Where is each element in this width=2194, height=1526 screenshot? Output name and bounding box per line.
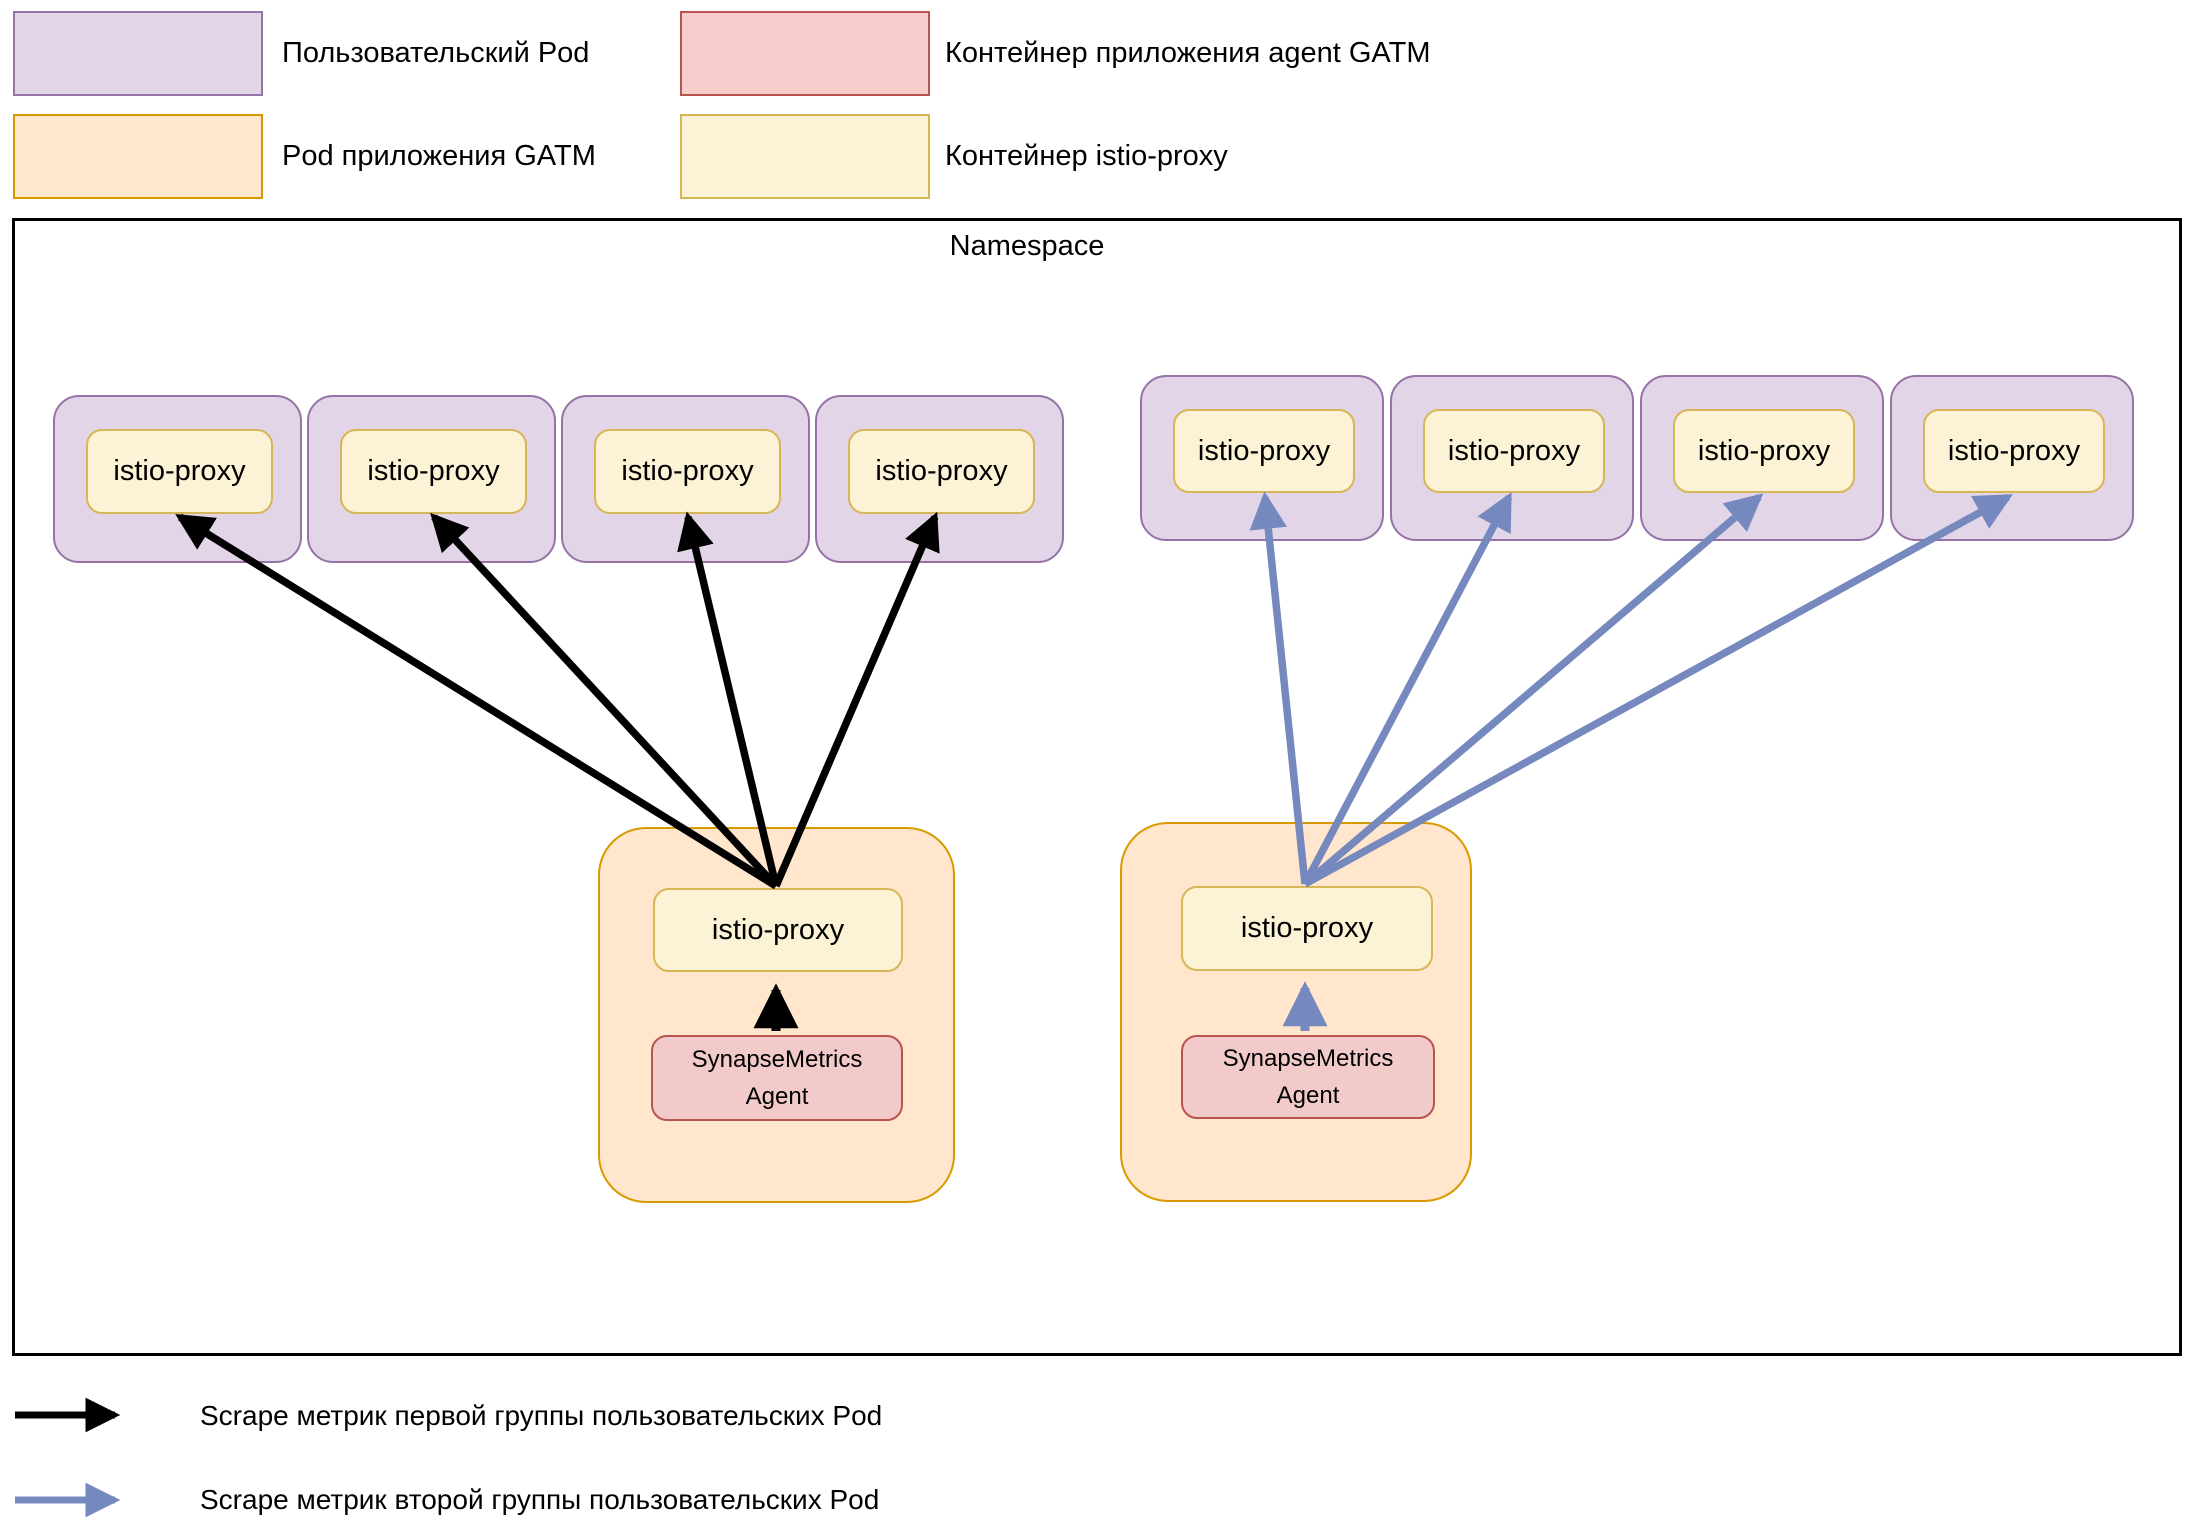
user-pod: istio-proxy [307,395,556,563]
user-pod: istio-proxy [53,395,302,563]
istio-proxy-container: istio-proxy [1673,409,1855,493]
agent-label-line1: SynapseMetrics [1222,1045,1394,1072]
istio-proxy-label: istio-proxy [1197,434,1331,467]
legend-label-scrape-group2: Scrape метрик второй группы пользователь… [200,1484,880,1515]
agent-label-line2: Agent [745,1083,809,1110]
legend-label-gatm-pod: Pod приложения GATM [282,140,596,172]
istio-proxy-label: istio-proxy [1447,434,1581,467]
istio-proxy-container: istio-proxy [1423,409,1605,493]
gatm-pod: istio-proxy SynapseMetrics Agent [1120,822,1472,1202]
istio-proxy-container: istio-proxy [340,429,527,514]
istio-proxy-label: istio-proxy [1240,912,1374,944]
istio-proxy-label: istio-proxy [875,455,1008,487]
istio-proxy-container: istio-proxy [1173,409,1355,493]
istio-proxy-label: istio-proxy [113,455,246,487]
istio-proxy-container: istio-proxy [86,429,273,514]
istio-proxy-label: istio-proxy [711,913,845,946]
gatm-pod: istio-proxy SynapseMetrics Agent [598,827,955,1203]
legend-label-user-pod: Пользовательский Pod [282,37,590,69]
agent-label-line2: Agent [1276,1082,1340,1109]
legend-swatch-istio-proxy-container [680,114,930,199]
legend-swatch-user-pod [13,11,263,96]
istio-proxy-label: istio-proxy [1947,434,2081,467]
user-pod: istio-proxy [1390,375,1634,541]
synapse-metrics-agent: SynapseMetrics Agent [1181,1035,1435,1119]
user-pod: istio-proxy [815,395,1064,563]
user-pod: istio-proxy [561,395,810,563]
istio-proxy-container: istio-proxy [653,888,903,972]
user-pod: istio-proxy [1140,375,1384,541]
istio-proxy-container: istio-proxy [1181,886,1433,971]
istio-proxy-label: istio-proxy [1697,434,1831,467]
istio-proxy-label: istio-proxy [621,455,754,487]
istio-proxy-container: istio-proxy [1923,409,2105,493]
istio-proxy-container: istio-proxy [594,429,781,514]
legend-label-scrape-group1: Scrape метрик первой группы пользователь… [200,1400,883,1431]
legend-swatch-agent-container [680,11,930,96]
istio-proxy-label: istio-proxy [367,455,500,487]
agent-label-line1: SynapseMetrics [691,1046,863,1073]
namespace-title: Namespace [949,230,1105,262]
legend-label-agent-container: Контейнер приложения agent GATM [945,37,1431,69]
user-pod: istio-proxy [1640,375,1884,541]
synapse-metrics-agent: SynapseMetrics Agent [651,1035,903,1121]
legend-swatch-gatm-pod [13,114,263,199]
legend-label-istio-proxy-container: Контейнер istio-proxy [945,140,1228,172]
user-pod: istio-proxy [1890,375,2134,541]
istio-proxy-container: istio-proxy [848,429,1035,514]
